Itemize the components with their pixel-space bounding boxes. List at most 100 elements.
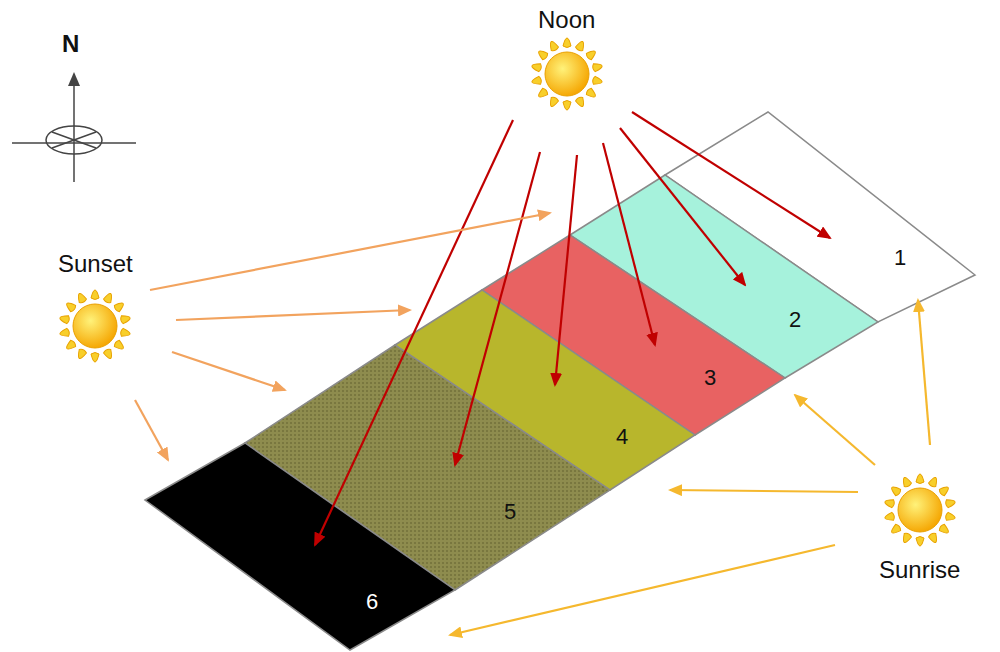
sun-ray-shape [59,328,70,338]
sun-ray-shape [938,523,950,535]
sun-ray-shape [536,87,548,99]
sun-ray [76,292,87,304]
callout-number: 2 [789,309,801,331]
sun-ray [575,96,586,108]
sun-symbol: Sunrise [858,458,996,584]
sun-ray [120,314,131,324]
sun-ray-arrow [670,490,858,492]
sun-ray [536,87,548,99]
sun-ray [592,62,603,72]
strip-band: 5 [245,345,610,590]
sun-ray-arrow [150,213,550,290]
sun-symbol: Noon [505,4,630,122]
band-shape [482,235,787,437]
sun-ray-shape [563,101,571,111]
band-shape [570,175,880,380]
sun-ray-shape [120,328,131,338]
sun-ray [585,87,597,99]
band-shape [395,290,697,492]
sun-ray-shape [103,348,114,360]
strip-band: 2 [570,175,878,378]
sun-ray-shape [884,512,895,522]
sun-ray-arrow [176,310,410,320]
sun-ray-arrow [135,400,168,460]
sun-ray [901,532,912,544]
sun-ray [901,476,912,488]
sun-ray-shape [938,484,950,496]
sun-ray [103,348,114,360]
sun-ray-shape [64,300,76,312]
sun-ray-shape [928,476,939,488]
band-shape [145,443,457,652]
sun-ray [531,76,542,86]
sun-ray [563,101,571,111]
sun-label: Noon [538,8,595,32]
sun-ray-shape [884,498,895,508]
sun-ray [945,498,956,508]
sun-ray [938,523,950,535]
compass-letter: N [62,32,79,56]
sun-ray-shape [945,512,956,522]
sun-ray-arrow [172,352,285,390]
sun-core [545,52,589,96]
sun-ray-shape [889,484,901,496]
callout-number: 5 [504,501,516,523]
strip-band: 1 [665,112,975,322]
sun-ray [575,40,586,52]
sun-ray-shape [120,314,131,324]
sun-ray [563,38,571,48]
callout-number: 1 [894,247,906,269]
sun-ray [945,512,956,522]
sun-ray [928,476,939,488]
sun-symbol: Sunset [28,248,163,373]
sun-ray-shape [59,314,70,324]
sun-ray-shape [103,292,114,304]
sun-ray-arrow [450,545,835,635]
sun-ray-shape [91,353,99,363]
sun-ray-shape [548,40,559,52]
sun-ray [103,292,114,304]
sun-ray-shape [928,532,939,544]
sun-ray-shape [585,48,597,60]
sun-ray [64,300,76,312]
strip-band: 6 [145,443,455,650]
callout-number: 4 [616,426,628,448]
sun-ray [91,353,99,363]
sun-ray [916,474,924,484]
sun-ray-shape [113,300,125,312]
sun-ray [113,339,125,351]
sun-ray [884,512,895,522]
sun-ray-shape [548,96,559,108]
sun-ray-shape [531,76,542,86]
strip-band: 4 [395,290,695,490]
sun-ray [548,40,559,52]
sun-ray [592,76,603,86]
sun-ray-shape [916,474,924,484]
sun-ray-shape [585,87,597,99]
sun-ray [548,96,559,108]
sun-label: Sunrise [879,558,960,582]
sun-core [898,488,942,532]
sun-ray [59,314,70,324]
sun-ray [585,48,597,60]
sun-ray-arrow [918,300,930,445]
sun-ray [59,328,70,338]
sun-ray [113,300,125,312]
band-outline [145,443,455,650]
sun-ray-shape [76,292,87,304]
sun-ray [531,62,542,72]
sun-ray [76,348,87,360]
sun-label: Sunset [58,252,133,276]
sun-ray [884,498,895,508]
sun-ray-shape [575,96,586,108]
callout-number: 6 [366,591,378,613]
sun-ray [889,484,901,496]
sun-ray-shape [592,76,603,86]
sun-ray [916,537,924,547]
sun-ray-shape [64,339,76,351]
strip-band: 3 [482,235,785,435]
sun-ray-shape [575,40,586,52]
sun-ray [938,484,950,496]
